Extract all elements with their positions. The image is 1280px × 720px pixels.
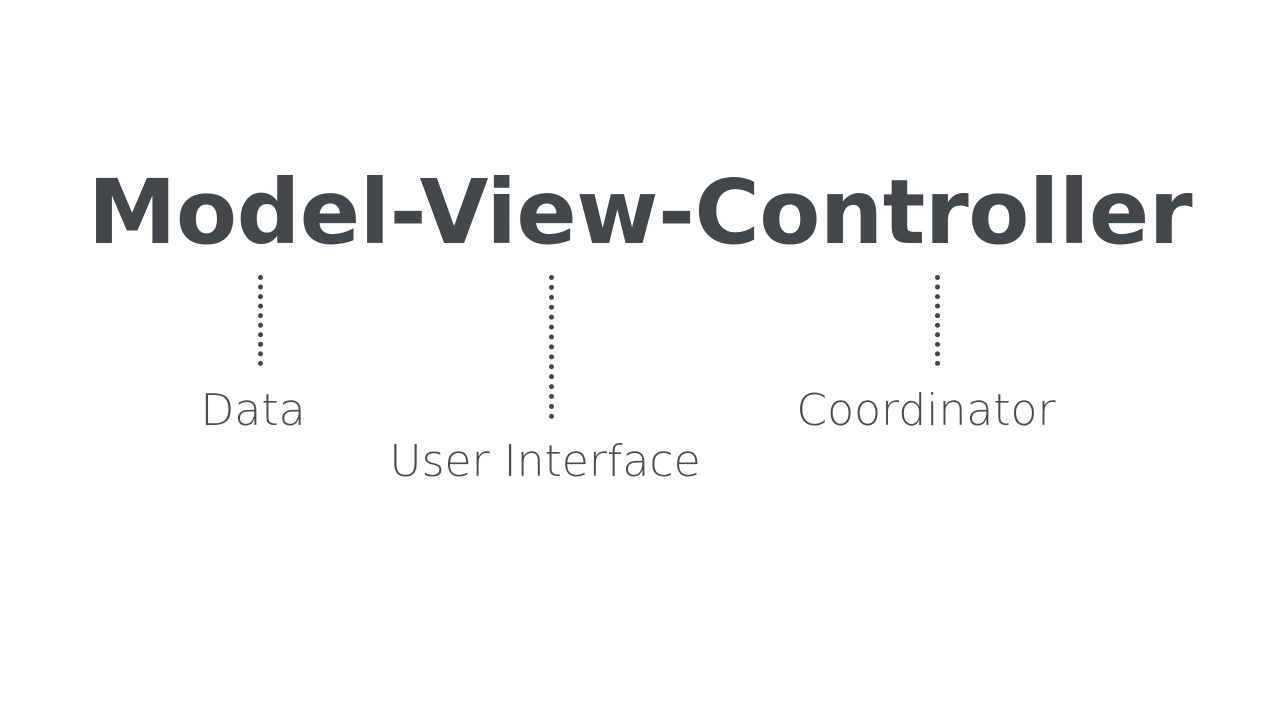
- connector-line-controller: [935, 275, 945, 366]
- page-title: Model-View-Controller: [87, 160, 1193, 264]
- connector-line-model: [258, 275, 268, 366]
- annotation-label-model: Data: [200, 385, 306, 436]
- annotation-label-controller: Coordinator: [796, 385, 1056, 436]
- connector-line-view: [549, 275, 559, 419]
- annotation-label-view: User Interface: [389, 436, 701, 487]
